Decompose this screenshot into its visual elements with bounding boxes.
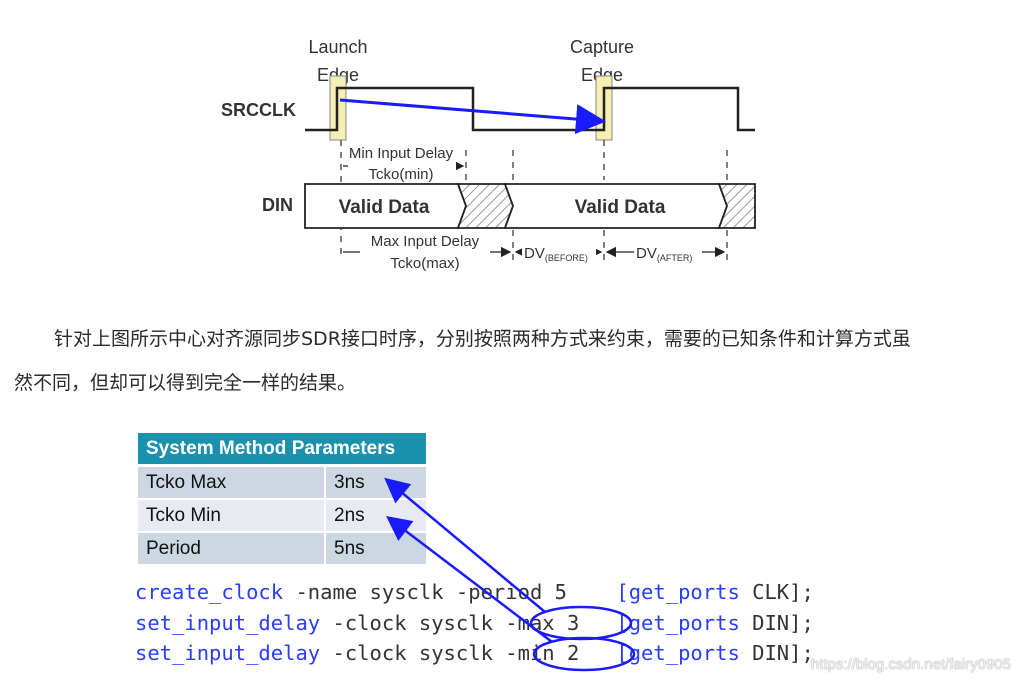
timing-diagram: Launch Edge Capture Edge SRCCLK DIN Min …	[221, 37, 756, 274]
max-delay-label: Max Input Delay	[371, 233, 480, 250]
paragraph-line-2: 然不同，但却可以得到完全一样的结果。	[14, 372, 357, 394]
launch-edge-label-2: Edge	[317, 65, 359, 85]
launch-edge-label: Launch	[308, 37, 367, 57]
capture-edge-label-2: Edge	[581, 65, 623, 85]
parameters-table: System Method Parameters Tcko Max 3ns Tc…	[138, 433, 426, 564]
dv-after-label: DV(AFTER)	[636, 245, 692, 263]
param-value: 3ns	[325, 464, 426, 499]
watermark: https://blog.csdn.net/fairy0905	[810, 656, 1011, 673]
table-row: Period 5ns	[138, 531, 426, 564]
clock-waveform	[305, 86, 755, 132]
param-name: Tcko Min	[138, 498, 326, 532]
code-args: -clock sysclk -max 3	[320, 611, 580, 635]
code-line-create-clock: create_clock -name sysclk -period 5 [get…	[135, 577, 814, 607]
param-value: 2ns	[325, 498, 426, 532]
paragraph-line-1: 针对上图所示中心对齐源同步SDR接口时序，分别按照两种方式来约束，需要的已知条件…	[54, 328, 911, 350]
param-value: 5ns	[325, 531, 426, 564]
min-delay-label: Min Input Delay	[349, 145, 454, 162]
code-args: -name sysclk -period 5	[283, 580, 567, 604]
din-label: DIN	[262, 195, 293, 215]
code-port: CLK];	[739, 580, 814, 604]
data-waveform	[304, 183, 756, 229]
code-gap	[579, 641, 616, 665]
code-port: DIN];	[739, 611, 814, 635]
code-line-input-delay-max: set_input_delay -clock sysclk -max 3 [ge…	[135, 608, 814, 638]
valid-data-1-label: Valid Data	[339, 197, 430, 218]
code-port-command: [get_ports	[616, 641, 740, 665]
valid-data-2-label: Valid Data	[575, 197, 666, 218]
param-name: Period	[138, 531, 326, 564]
min-delay-sublabel: Tcko(min)	[368, 166, 433, 183]
code-port-command: [get_ports	[616, 611, 740, 635]
code-gap	[579, 611, 616, 635]
capture-edge-label: Capture	[570, 37, 634, 57]
code-port: DIN];	[739, 641, 814, 665]
srcclk-label: SRCCLK	[221, 100, 296, 120]
code-command: create_clock	[135, 580, 284, 604]
table-row: Tcko Max 3ns	[138, 464, 426, 499]
max-delay-sublabel: Tcko(max)	[390, 255, 459, 272]
table-header: System Method Parameters	[138, 433, 426, 467]
table-row: Tcko Min 2ns	[138, 498, 426, 532]
code-command: set_input_delay	[135, 641, 321, 665]
code-port-command: [get_ports	[616, 580, 740, 604]
launch-to-capture-arrow	[339, 98, 606, 135]
code-command: set_input_delay	[135, 611, 321, 635]
code-line-input-delay-min: set_input_delay -clock sysclk -min 2 [ge…	[135, 638, 814, 668]
param-name: Tcko Max	[138, 464, 326, 499]
dv-before-label: DV(BEFORE)	[524, 245, 588, 263]
code-args: -clock sysclk -min 2	[320, 641, 580, 665]
code-gap	[567, 580, 616, 604]
